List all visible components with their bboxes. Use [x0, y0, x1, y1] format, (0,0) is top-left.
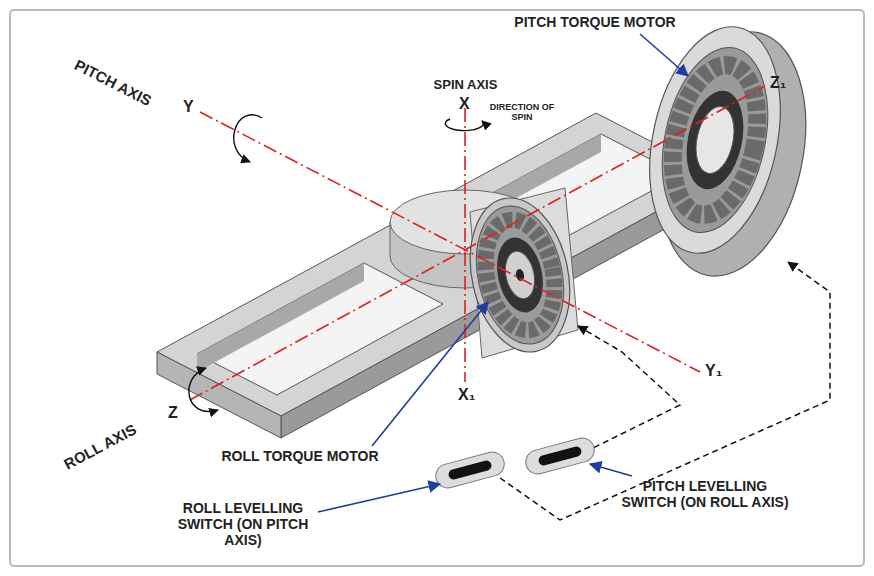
motor-rim [630, 15, 799, 266]
motor-rotor-ring [491, 233, 550, 316]
motor-rotor-ring [678, 85, 752, 194]
spin-axis-line [464, 108, 466, 382]
stator-segments [660, 57, 770, 222]
axis-letter: X₁ [458, 386, 475, 404]
pitch-levelling-switch [523, 435, 597, 476]
motor-hub [690, 103, 739, 177]
control-wire [500, 262, 830, 520]
roll-rotation-arrow [189, 368, 218, 412]
roll-torque-motor [457, 189, 583, 362]
motor-rim [457, 189, 583, 362]
switch-mercury [447, 459, 492, 480]
axis-letter: Z [168, 404, 178, 422]
switch-wires [500, 262, 830, 520]
axis-letter: X [459, 95, 470, 113]
leader-line [590, 464, 632, 476]
axis-name: PITCH AXIS [51, 45, 175, 119]
motor-stator [464, 198, 575, 352]
control-wire [578, 326, 680, 452]
spin-direction-arrow [445, 119, 483, 131]
part-label: ROLL LEVELLING SWITCH (ON PITCH AXIS) [168, 500, 318, 548]
axis-name: ROLL AXIS [43, 411, 157, 483]
axis-lines [190, 86, 765, 400]
axis-letter: Y [183, 98, 194, 116]
motor-hub [501, 249, 538, 302]
axis-letter: Y₁ [705, 362, 722, 380]
roll-levelling-switch [433, 449, 507, 490]
part-label: PITCH TORQUE MOTOR [500, 14, 690, 30]
pitch-torque-motor [626, 15, 826, 290]
part-label: ROLL TORQUE MOTOR [200, 448, 400, 464]
switch-body [523, 435, 597, 476]
stator-segments [476, 213, 564, 336]
window-wall [197, 263, 364, 372]
leader-lines [318, 34, 688, 512]
gimbal-frame [157, 113, 720, 438]
rotation-arrows [189, 115, 483, 412]
pitch-axis-line [200, 112, 700, 372]
pitch-rotation-arrow [234, 115, 262, 162]
axis-letter: Z₁ [770, 74, 786, 92]
leader-line [318, 484, 440, 512]
part-label: PITCH LEVELLING SWITCH (ON ROLL AXIS) [620, 478, 790, 510]
leader-line [372, 302, 488, 446]
outer-border [10, 10, 864, 566]
switch-body [433, 449, 507, 490]
axis-name: SPIN AXIS [418, 78, 513, 93]
leader-line [640, 34, 688, 76]
switch-mercury [537, 445, 582, 466]
note-label: DIRECTION OF SPIN [487, 102, 557, 123]
motor-stator [647, 38, 784, 243]
roll-axis-line [190, 86, 765, 400]
motor-backplate [638, 18, 827, 290]
